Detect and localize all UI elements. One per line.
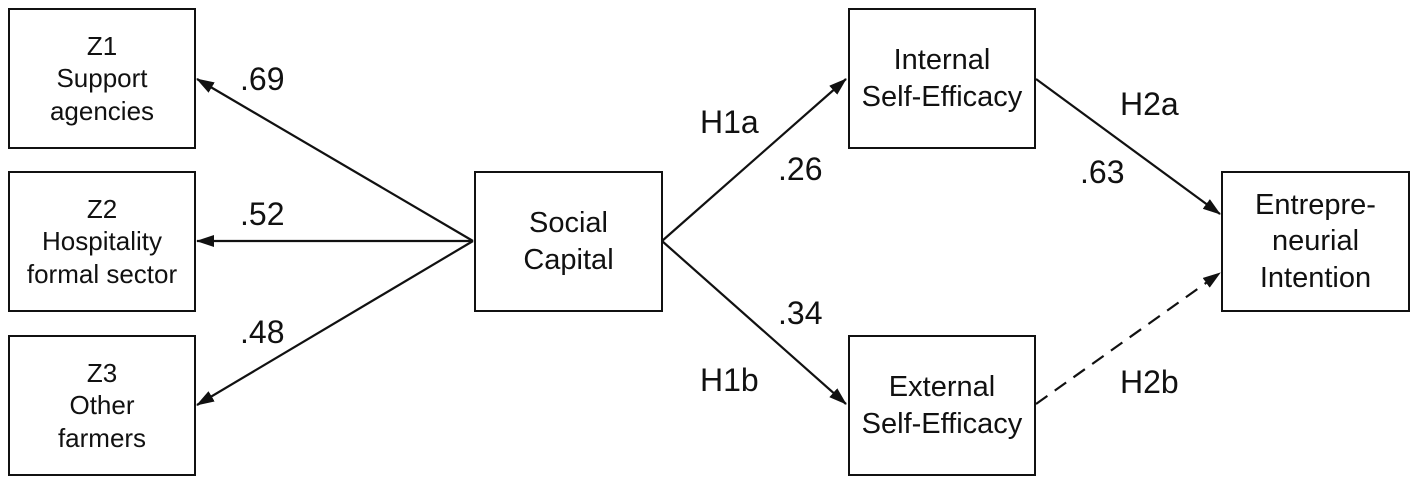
coefficient-internal-to-intention: .63 [1080, 154, 1125, 190]
hypothesis-h2b-label: H2b [1120, 364, 1179, 400]
z1-label: Z1 [86, 30, 118, 61]
social-capital-line-2: Capital [523, 243, 614, 276]
arrow-external-to-intention-dashed [1035, 272, 1221, 405]
entrepreneurial-intention-line-1: Entrepre- [1255, 189, 1376, 222]
entrepreneurial-intention-box: Entrepre- neurial Intention [1221, 171, 1410, 312]
arrow-social-to-z3 [196, 240, 474, 406]
entrepreneurial-intention-line-3: Intention [1259, 261, 1372, 294]
external-self-efficacy-line-2: Self-Efficacy [861, 407, 1023, 440]
external-self-efficacy-box: External Self-Efficacy [848, 335, 1036, 476]
social-capital-line-1: Social [529, 207, 608, 240]
arrow-social-to-external [661, 240, 847, 405]
arrow-social-to-internal [661, 78, 847, 242]
z1-name-line-2: agencies [49, 95, 155, 126]
z1-name-line-1: Support [56, 63, 148, 94]
hypothesis-h2a-label: H2a [1120, 86, 1179, 122]
hypothesis-h1b-label: H1b [700, 362, 759, 398]
z2-hospitality-box: Z2 Hospitality formal sector [8, 171, 196, 312]
coefficient-social-to-internal: .26 [778, 151, 823, 187]
z2-name-line-1: Hospitality [42, 226, 162, 257]
internal-self-efficacy-line-2: Self-Efficacy [861, 80, 1023, 113]
entrepreneurial-intention-line-2: neurial [1271, 225, 1360, 258]
z3-label: Z3 [86, 357, 118, 388]
internal-self-efficacy-line-1: Internal [893, 44, 991, 77]
z2-label: Z2 [86, 193, 118, 224]
hypothesis-h1a-label: H1a [700, 104, 759, 140]
z2-name-line-2: formal sector [26, 258, 178, 289]
coefficient-social-to-external: .34 [778, 295, 823, 331]
arrow-social-to-z1 [196, 78, 474, 242]
z3-name-line-2: farmers [57, 422, 147, 453]
z1-support-agencies-box: Z1 Support agencies [8, 8, 196, 149]
social-capital-box: Social Capital [474, 171, 663, 312]
internal-self-efficacy-box: Internal Self-Efficacy [848, 8, 1036, 149]
coefficient-social-to-z1: .69 [240, 61, 285, 97]
z3-other-farmers-box: Z3 Other farmers [8, 335, 196, 476]
coefficient-social-to-z2: .52 [240, 196, 285, 232]
z3-name-line-1: Other [69, 390, 135, 421]
coefficient-social-to-z3: .48 [240, 314, 285, 350]
arrow-internal-to-intention [1035, 78, 1221, 215]
external-self-efficacy-line-1: External [888, 371, 996, 404]
